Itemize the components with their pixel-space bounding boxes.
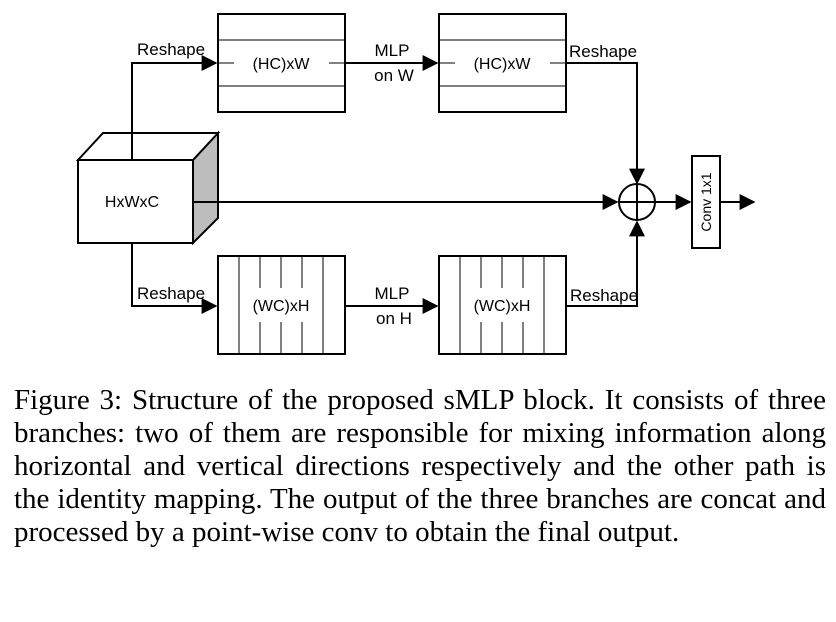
caption-text: Figure 3: Structure of the proposed sMLP… (14, 384, 826, 548)
input-cube: HxWxC (75, 130, 221, 246)
input-label: HxWxC (105, 194, 159, 211)
top-left-box-label: (HC)xW (253, 56, 311, 73)
reshape-bottom-in-label: Reshape (137, 284, 205, 303)
bottom-reshape-out-arrow (566, 220, 645, 307)
figure-caption: Figure 3: Structure of the proposed sMLP… (14, 384, 826, 549)
reshape-top-out-label: Reshape (569, 42, 637, 61)
mlp-w-label-line2: on W (374, 66, 414, 85)
top-right-box-label: (HC)xW (474, 56, 532, 73)
reshape-bottom-out-label: Reshape (570, 286, 638, 305)
conv-label: Conv 1x1 (698, 172, 714, 231)
top-left-box: (HC)xW (217, 13, 346, 113)
smlp-block-diagram: HxWxC Reshape (HC)xW MLP on W (HC)xW Res… (75, 13, 756, 355)
mlp-w-label-line1: MLP (375, 41, 410, 60)
bottom-left-box: (WC)xH (217, 255, 346, 355)
bottom-right-box: (WC)xH (438, 255, 567, 355)
conv-box: Conv 1x1 (691, 155, 721, 249)
top-reshape-out-arrow (566, 62, 645, 185)
bottom-reshape-in-arrow (131, 243, 218, 314)
sum-node (618, 183, 656, 221)
bottom-left-box-label: (WC)xH (253, 298, 310, 315)
mlp-h-label-line2: on H (376, 309, 412, 328)
top-right-box: (HC)xW (438, 13, 567, 113)
bottom-right-box-label: (WC)xH (474, 298, 531, 315)
reshape-top-in-label: Reshape (137, 40, 205, 59)
mlp-h-label-line1: MLP (375, 284, 410, 303)
top-reshape-in-arrow (131, 55, 218, 160)
